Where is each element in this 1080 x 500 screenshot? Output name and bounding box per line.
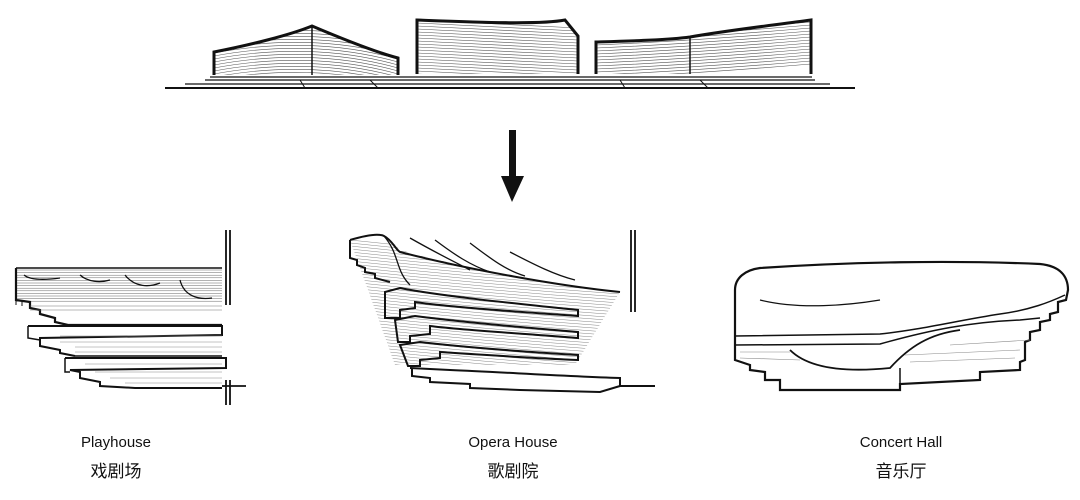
concert-hall-caption: Concert Hall 音乐厅 bbox=[801, 434, 1001, 483]
concert-hall-label-zh: 音乐厅 bbox=[875, 462, 927, 481]
opera-house-elevation bbox=[415, 18, 580, 74]
playhouse-section bbox=[14, 230, 246, 405]
elevation-view bbox=[165, 18, 855, 89]
playhouse-elevation bbox=[212, 24, 400, 75]
opera-house-label-en: Opera House bbox=[468, 434, 558, 451]
playhouse-caption: Playhouse 戏剧场 bbox=[16, 434, 216, 483]
concert-hall-section bbox=[733, 260, 1070, 392]
opera-house-label-zh: 歌剧院 bbox=[487, 462, 539, 481]
ground-platform bbox=[185, 76, 830, 85]
concert-hall-elevation bbox=[594, 18, 813, 74]
playhouse-label-en: Playhouse bbox=[80, 434, 152, 451]
down-arrow bbox=[501, 130, 524, 202]
playhouse-label-zh: 戏剧场 bbox=[90, 462, 142, 481]
concert-hall-label-en: Concert Hall bbox=[859, 434, 943, 451]
opera-house-caption: Opera House 歌剧院 bbox=[413, 434, 613, 483]
opera-house-section bbox=[349, 230, 655, 394]
